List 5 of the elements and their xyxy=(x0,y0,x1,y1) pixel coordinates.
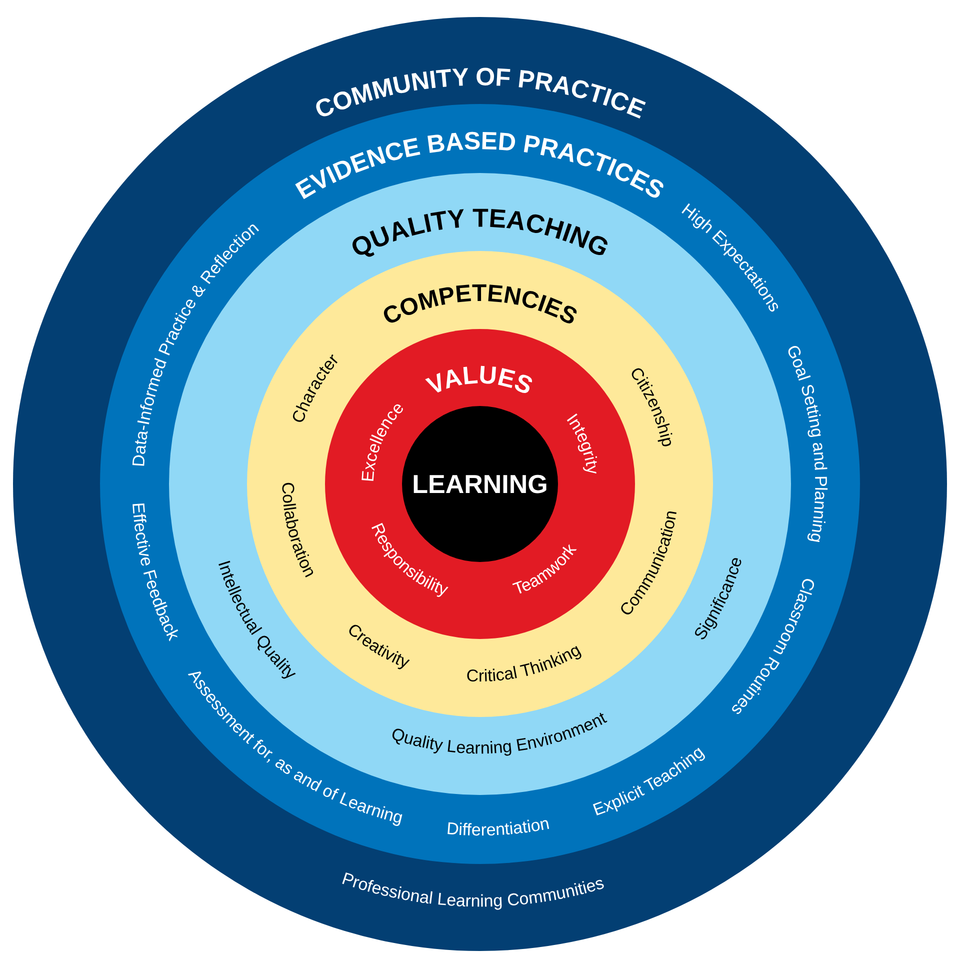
layer-title: VALUES xyxy=(423,360,537,401)
center-title: LEARNING xyxy=(412,471,548,497)
layer-title: COMPETENCIES xyxy=(378,280,582,331)
item-label: Differentiation xyxy=(446,814,551,840)
outer-band xyxy=(13,17,947,951)
